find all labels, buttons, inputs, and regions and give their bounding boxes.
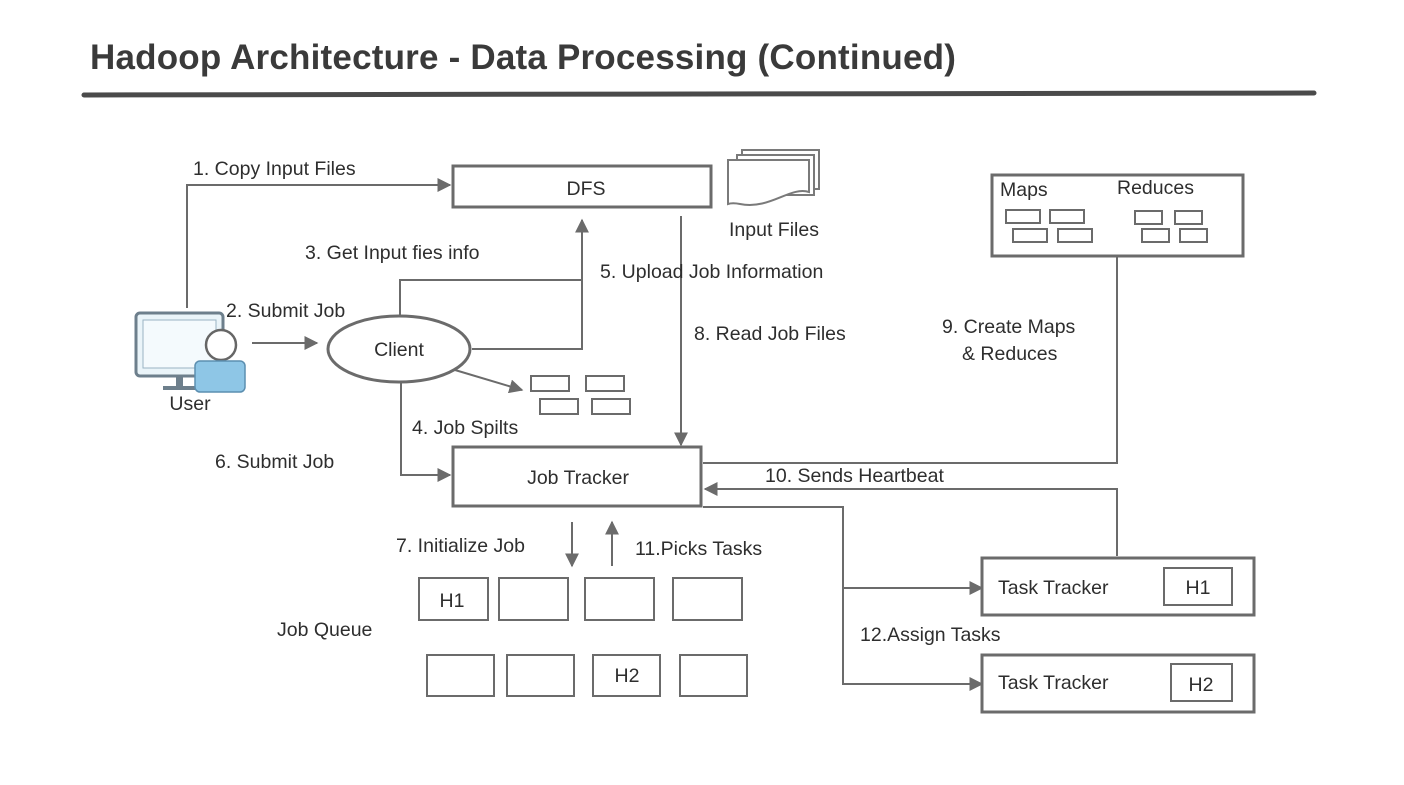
edge-assign-tasks-2: [842, 588, 984, 691]
user-icon: [134, 311, 246, 393]
task-tracker-2-label: Task Tracker: [998, 672, 1109, 694]
job-tracker-box: [451, 445, 703, 508]
slide-title: Hadoop Architecture - Data Processing (C…: [90, 38, 957, 77]
title-underline: [81, 90, 1317, 98]
dfs-label: DFS: [567, 178, 606, 200]
map-task-blocks: [1005, 209, 1093, 243]
reduces-label: Reduces: [1117, 177, 1194, 199]
input-files-label: Input Files: [729, 219, 819, 241]
queue-slot: [426, 654, 495, 697]
user-label: User: [169, 393, 211, 415]
queue-h1-label: H1: [440, 590, 465, 612]
job-queue-label: Job Queue: [277, 619, 372, 641]
job-tracker-label: Job Tracker: [527, 467, 629, 489]
edge-assign-tasks-1: [703, 506, 984, 595]
task-tracker-2-slot: [1170, 663, 1233, 702]
edge-copy-input-files: [186, 178, 452, 308]
maps-label: Maps: [1000, 179, 1048, 201]
edge-upload-job-info: [472, 280, 583, 350]
queue-slot: [679, 654, 748, 697]
edge-job-splits: [454, 369, 524, 394]
client-label: Client: [374, 339, 424, 361]
step-2-label: 2. Submit Job: [226, 300, 345, 322]
queue-slot: [498, 577, 569, 621]
step-8-label: 8. Read Job Files: [694, 323, 846, 345]
job-split-blocks: [530, 375, 631, 415]
queue-slot: [506, 654, 575, 697]
task-tracker-2-h2: H2: [1189, 674, 1214, 696]
dfs-box: [451, 164, 713, 209]
edge-get-input-files-info: [399, 218, 589, 315]
step-3-label: 3. Get Input fies info: [305, 242, 480, 264]
reduce-task-blocks: [1134, 210, 1208, 243]
queue-slot-h2: [592, 654, 661, 697]
step-5-label: 5. Upload Job Information: [600, 261, 823, 283]
step-4-label: 4. Job Spilts: [412, 417, 518, 439]
input-files-icon: [727, 149, 820, 206]
step-9-label-line1: 9. Create Maps: [942, 316, 1076, 338]
edge-create-maps-reduces: [703, 241, 1124, 464]
queue-h2-label: H2: [615, 665, 640, 687]
step-10-label: 10. Sends Heartbeat: [765, 465, 944, 487]
queue-slot-h1: [418, 577, 489, 621]
step-6-label: 6. Submit Job: [215, 451, 334, 473]
step-11-label: 11.Picks Tasks: [635, 538, 762, 560]
step-9-label-line2: & Reduces: [962, 343, 1058, 365]
task-tracker-1-h1: H1: [1186, 577, 1211, 599]
queue-slot: [584, 577, 655, 621]
edge-sends-heartbeat: [703, 482, 1118, 556]
edge-submit-job-to-tracker: [400, 383, 452, 482]
step-1-label: 1. Copy Input Files: [193, 158, 356, 180]
task-tracker-1-label: Task Tracker: [998, 577, 1109, 599]
task-tracker-1-slot: [1163, 567, 1233, 606]
client-node: [326, 314, 472, 384]
step-12-label: 12.Assign Tasks: [860, 624, 1001, 646]
queue-slot: [672, 577, 743, 621]
step-7-label: 7. Initialize Job: [396, 535, 525, 557]
job-queue-grid: [418, 577, 748, 697]
